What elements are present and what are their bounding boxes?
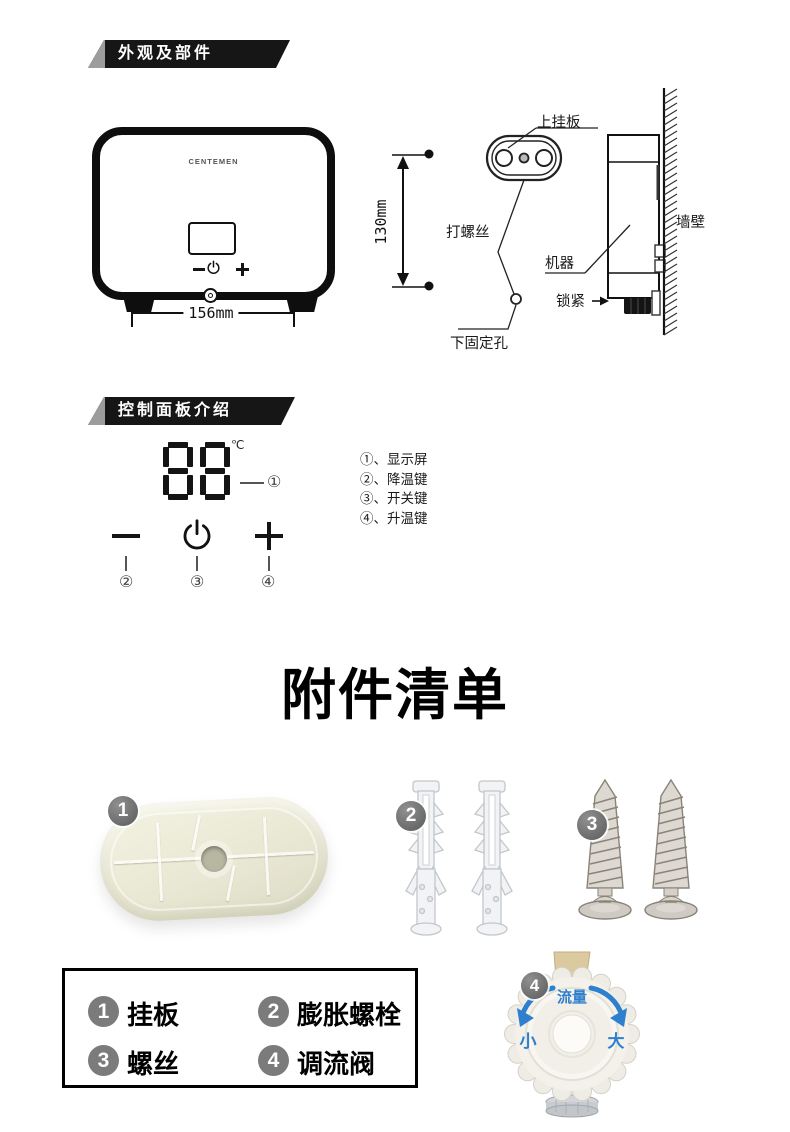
badge-1: 1 bbox=[108, 796, 138, 826]
badge-3: 3 bbox=[577, 810, 607, 840]
callout-line-display bbox=[240, 482, 264, 484]
legend-line-display: ①、显示屏 bbox=[360, 452, 428, 467]
accessories-title: 附件清单 bbox=[280, 664, 510, 726]
front-display-screen bbox=[188, 222, 236, 255]
legend-line-power: ③、开关键 bbox=[360, 491, 428, 507]
callout-minus: ② bbox=[119, 574, 134, 591]
callout-line-minus bbox=[125, 556, 127, 571]
plus-key-v bbox=[267, 522, 271, 550]
seven-segment-digit bbox=[163, 442, 193, 500]
callout-power: ③ bbox=[190, 574, 205, 591]
plate-center-hole bbox=[200, 845, 228, 873]
banner-stripe bbox=[88, 40, 105, 68]
seven-segment-digit bbox=[200, 442, 230, 500]
badge-2: 2 bbox=[396, 801, 426, 831]
legend-badge-1: 1 bbox=[88, 996, 119, 1027]
machine-label: 机器 bbox=[545, 256, 574, 272]
legend-badge-4: 4 bbox=[258, 1045, 289, 1076]
front-minus-key bbox=[193, 268, 205, 271]
callout-line-plus bbox=[268, 556, 270, 571]
callout-plus: ④ bbox=[261, 574, 276, 591]
valve-max-label: 大 bbox=[608, 1031, 625, 1051]
legend-label-screw: 螺丝 bbox=[127, 1049, 180, 1079]
wall-label: 墙壁 bbox=[676, 215, 705, 231]
brand-logo: CENTEMEN bbox=[188, 157, 239, 166]
legend-line-cool: ②、降温键 bbox=[360, 471, 428, 487]
arrow-up-icon bbox=[397, 156, 409, 169]
expansion-anchors-photo bbox=[405, 780, 513, 936]
valve-flow-label: 流量 bbox=[557, 988, 587, 1006]
front-power-key-icon bbox=[207, 260, 220, 274]
legend-line-heat: ④、升温键 bbox=[360, 510, 428, 526]
callout-display: ① bbox=[267, 474, 282, 491]
section-title-appearance: 外观及部件 bbox=[118, 45, 214, 62]
dim-tick-left bbox=[131, 301, 133, 327]
wall-hatch bbox=[663, 88, 678, 336]
display-unit: ℃ bbox=[231, 438, 245, 452]
lock-label: 锁紧 bbox=[556, 294, 585, 310]
drive-screw-label: 打螺丝 bbox=[446, 225, 490, 241]
power-key-icon bbox=[183, 519, 211, 550]
upper-plate-label: 上挂板 bbox=[537, 115, 581, 131]
height-dimension: 130mm bbox=[372, 199, 390, 245]
bottom-emblem bbox=[203, 288, 218, 303]
legend-label-plate: 挂板 bbox=[127, 1000, 180, 1030]
valve-center-button bbox=[552, 1014, 592, 1054]
callout-line-power bbox=[196, 556, 198, 571]
badge-4: 4 bbox=[521, 972, 548, 999]
panel-legend-list: ①、显示屏 ②、降温键 ③、开关键 ④、升温键 bbox=[360, 450, 428, 528]
width-dimension: 156mm bbox=[183, 304, 239, 322]
heater-front-view: CENTEMEN bbox=[92, 127, 335, 300]
section-title-panel: 控制面板介绍 bbox=[118, 402, 233, 419]
valve-min-label: 小 bbox=[520, 1032, 537, 1051]
flow-valve-photo: 流量 小 大 bbox=[504, 951, 640, 1118]
legend-badge-2: 2 bbox=[258, 996, 289, 1027]
accessories-legend-box: 1 挂板 2 膨胀螺栓 3 螺丝 4 调流阀 bbox=[62, 968, 418, 1088]
arrow-down-icon bbox=[397, 273, 409, 286]
temperature-display bbox=[163, 442, 237, 505]
lower-hole-label: 下固定孔 bbox=[450, 336, 508, 352]
lower-fixing-hole-shape bbox=[510, 293, 522, 305]
mounting-diagram bbox=[392, 88, 678, 336]
section-banner-panel: 控制面板介绍 bbox=[88, 397, 295, 425]
legend-label-anchor: 膨胀螺栓 bbox=[297, 1000, 402, 1030]
screws-photo bbox=[578, 779, 698, 920]
arrow-right-icon bbox=[600, 296, 609, 306]
legend-label-valve: 调流阀 bbox=[297, 1049, 376, 1079]
front-plus-key-v bbox=[241, 262, 244, 276]
legend-badge-3: 3 bbox=[88, 1045, 119, 1076]
section-banner-appearance: 外观及部件 bbox=[88, 40, 290, 68]
dim-tick-right bbox=[293, 301, 295, 327]
banner-stripe bbox=[88, 397, 105, 425]
minus-key bbox=[112, 534, 140, 538]
